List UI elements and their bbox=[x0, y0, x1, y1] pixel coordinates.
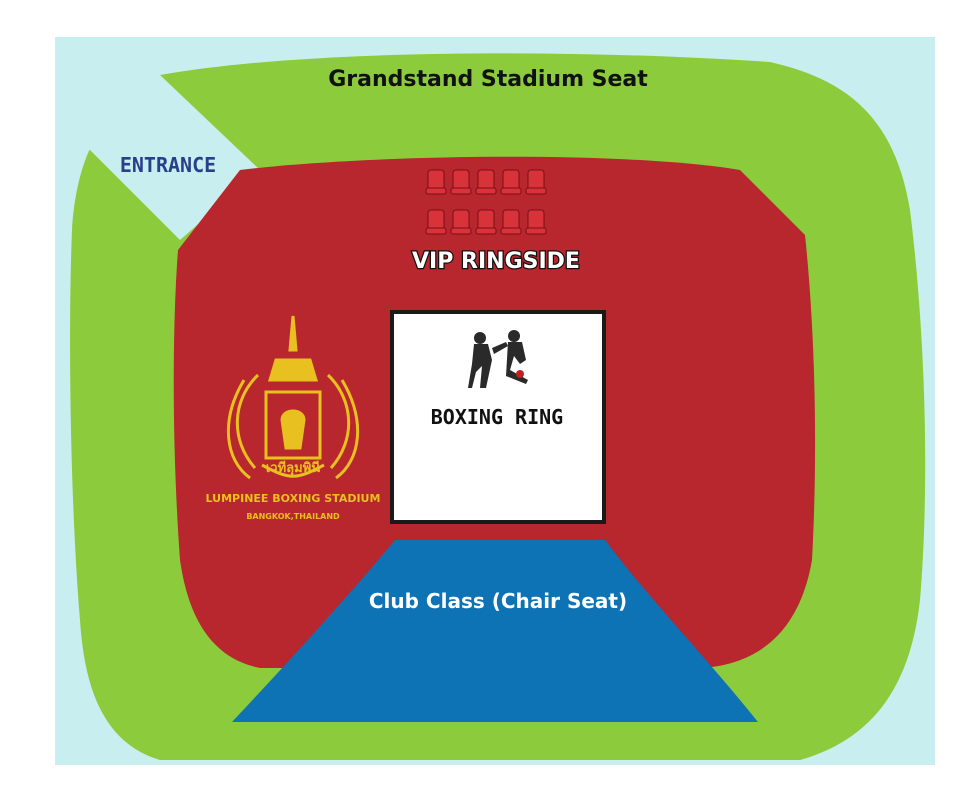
seat-icon bbox=[475, 169, 497, 195]
seat-icon bbox=[525, 169, 547, 195]
entrance-label: ENTRANCE bbox=[120, 153, 216, 177]
seat-icon bbox=[425, 169, 447, 195]
seat-icon bbox=[500, 169, 522, 195]
seat-icon bbox=[475, 209, 497, 235]
grandstand-label: Grandstand Stadium Seat bbox=[328, 67, 648, 92]
entrance-walkway[interactable] bbox=[55, 37, 260, 240]
seat-icon bbox=[425, 209, 447, 235]
emblem-name-text: LUMPINEE BOXING STADIUM bbox=[206, 492, 381, 505]
boxing-ring-label: BOXING RING bbox=[431, 405, 563, 429]
seat-icon bbox=[450, 209, 472, 235]
seat-icon bbox=[500, 209, 522, 235]
emblem-thai-text: เวทีลุมพินี bbox=[266, 460, 320, 476]
club-class-label: Club Class (Chair Seat) bbox=[369, 589, 627, 613]
boxers-icon bbox=[468, 330, 528, 388]
stadium-emblem-icon bbox=[226, 315, 360, 480]
seat-icon bbox=[525, 209, 547, 235]
seat-icon bbox=[450, 169, 472, 195]
emblem-city-text: BANGKOK,THAILAND bbox=[246, 512, 340, 521]
seat-icons bbox=[425, 169, 547, 235]
vip-ringside-label: VIP RINGSIDE bbox=[412, 249, 580, 274]
zone-club-class[interactable] bbox=[232, 540, 758, 722]
